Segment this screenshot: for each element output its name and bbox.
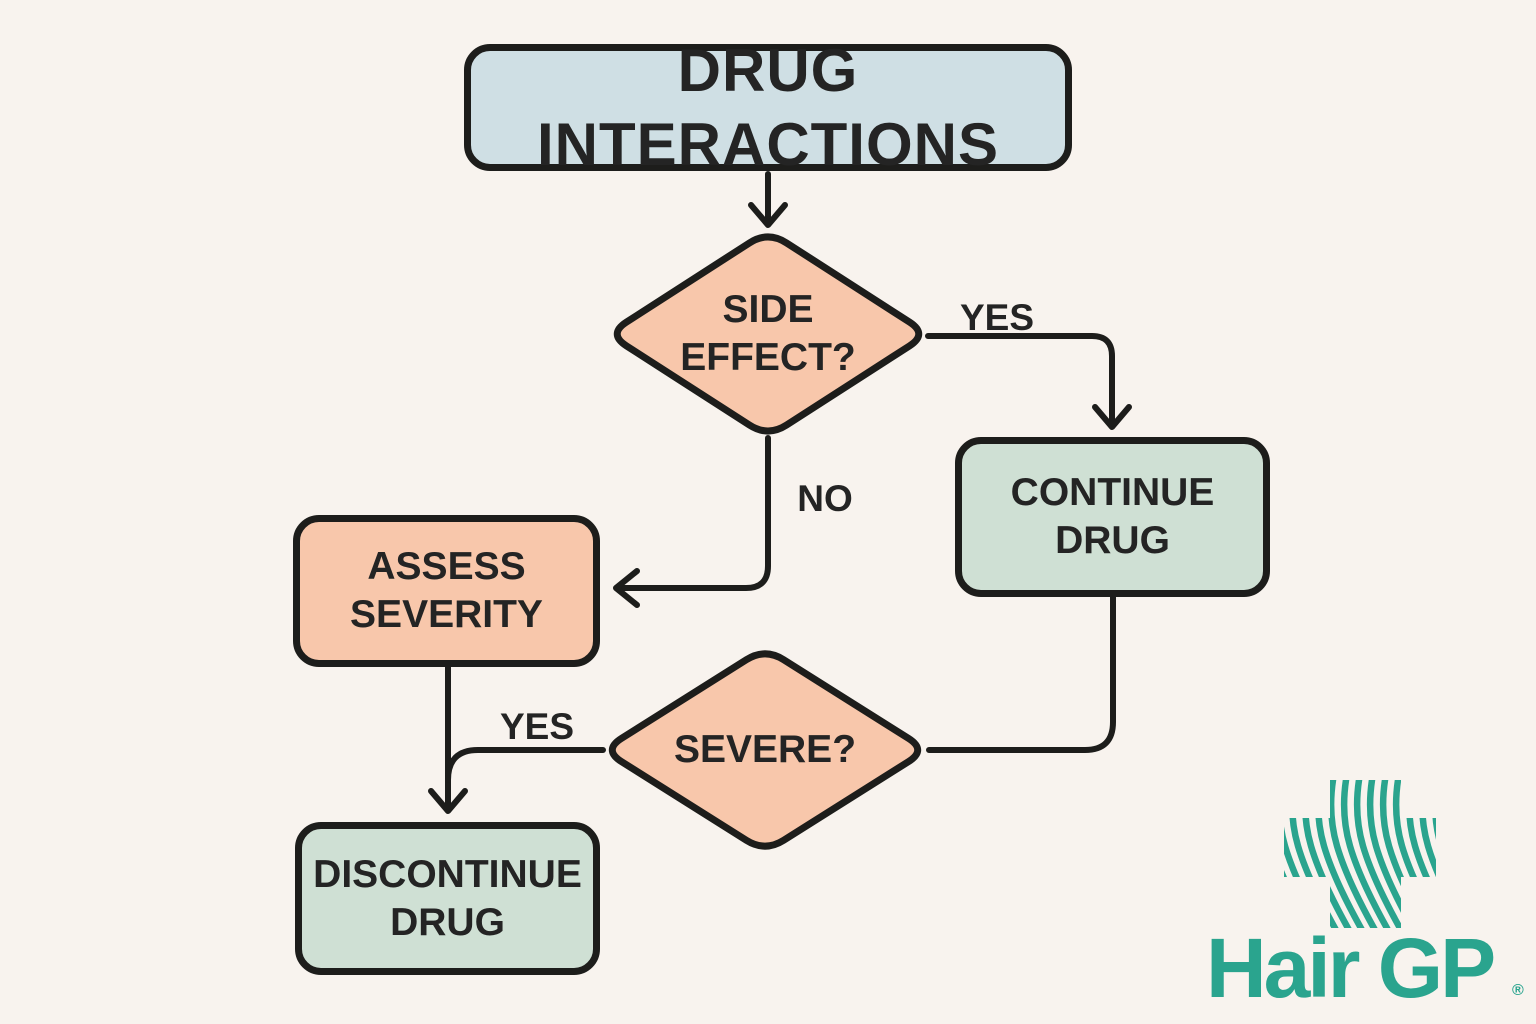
node-drug-interactions-label: DRUG INTERACTIONS <box>537 37 999 178</box>
edge-assess-to-discontinue <box>428 664 468 814</box>
node-assess-severity-label-line1: ASSESS <box>367 545 526 589</box>
arrowhead-down-icon <box>748 202 788 228</box>
node-discontinue-drug-label-line2: DRUG <box>390 900 505 944</box>
edge-side-effect-yes-to-continue <box>925 333 1132 430</box>
arrowhead-down-icon <box>428 788 468 814</box>
edge-side-effect-no-to-assess <box>613 435 771 608</box>
arrowhead-left-icon <box>613 568 640 608</box>
node-drug-interactions: DRUG INTERACTIONS <box>464 37 1072 178</box>
hair-gp-logo-icon <box>1284 780 1436 928</box>
edge-start-to-side-effect <box>748 171 788 228</box>
edge-severe-yes-join <box>445 747 606 783</box>
decision-side-effect-shape <box>613 233 923 435</box>
node-continue-drug-label-line2: DRUG <box>1055 519 1170 562</box>
decision-severe-shape <box>608 650 922 850</box>
edge-label-side-effect-yes: YES <box>959 297 1035 338</box>
node-assess-severity: ASSESS SEVERITY <box>293 515 600 667</box>
node-discontinue-drug-label-line1: DISCONTINUE <box>313 852 582 896</box>
registered-trademark-icon: ® <box>1512 982 1524 999</box>
edge-continue-to-severe <box>926 594 1116 753</box>
edge-label-side-effect-no: NO <box>797 478 853 519</box>
node-assess-severity-label-line2: SEVERITY <box>350 593 543 636</box>
arrowhead-down-icon <box>1092 404 1132 430</box>
node-continue-drug-label-line1: CONTINUE <box>1010 471 1215 515</box>
node-discontinue-drug: DISCONTINUE DRUG <box>295 822 600 975</box>
edge-label-severe-yes: YES <box>499 706 575 747</box>
hair-gp-wordmark: Hair GP <box>1206 921 1496 1015</box>
node-continue-drug: CONTINUE DRUG <box>955 437 1270 597</box>
